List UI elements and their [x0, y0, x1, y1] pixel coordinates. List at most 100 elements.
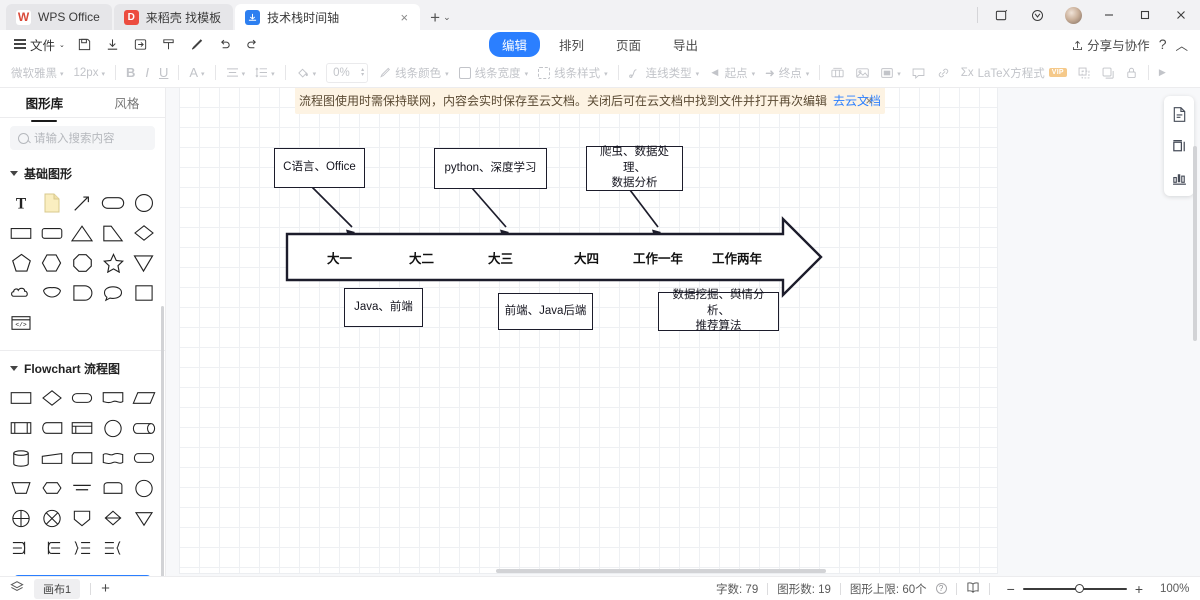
direct-data-icon[interactable] [128, 413, 159, 443]
diamond-icon[interactable] [128, 218, 159, 248]
pill-export[interactable]: 导出 [673, 38, 699, 53]
database-icon[interactable] [6, 443, 37, 473]
tab-wps-office[interactable]: W WPS Office [6, 4, 112, 30]
tab-docer[interactable]: D 来稻壳 找模板 [113, 4, 234, 30]
note-icon[interactable] [37, 188, 68, 218]
add-canvas-button[interactable]: + [101, 580, 110, 597]
connector-circle-icon[interactable] [98, 413, 129, 443]
top-box-2[interactable]: python、深度学习 [434, 148, 547, 189]
predefined-process-icon[interactable] [6, 413, 37, 443]
zoom-track[interactable] [1022, 583, 1127, 593]
brace-out-icon[interactable] [98, 533, 129, 563]
summing-junction-icon[interactable] [6, 503, 37, 533]
triangle-icon[interactable] [67, 218, 98, 248]
tab-style[interactable]: 风格 [114, 97, 140, 111]
right-triangle-icon[interactable] [98, 218, 129, 248]
file-menu-button[interactable]: 文件 ⌄ [8, 35, 71, 54]
circle-icon[interactable] [128, 188, 159, 218]
end-point-button[interactable]: ➜ 终点▾ [760, 62, 814, 84]
document-icon[interactable] [98, 383, 129, 413]
shape-panel-scrollbar[interactable] [161, 306, 164, 576]
help-icon[interactable]: ? [1158, 36, 1167, 52]
merge-icon[interactable] [67, 473, 98, 503]
toolbar-overflow-icon[interactable]: ▶ [1158, 67, 1166, 77]
card-icon[interactable] [67, 443, 98, 473]
zoom-value[interactable]: 100% [1160, 582, 1190, 595]
import-icon[interactable] [127, 32, 155, 56]
question-icon[interactable]: ? [935, 583, 947, 594]
shape-scroll-region[interactable]: 基础图形 T [0, 156, 165, 576]
font-color-button[interactable]: A▾ [184, 62, 209, 84]
canvas-page[interactable]: C语言、Office python、深度学习 爬虫、数据处理、 数据分析 大一 … [180, 88, 997, 573]
bottom-box-3[interactable]: 数据挖掘、舆情分析、 推荐算法 [658, 289, 779, 332]
avatar[interactable] [1056, 0, 1090, 30]
process-icon[interactable] [6, 383, 37, 413]
speech-bubble-icon[interactable] [98, 278, 129, 308]
comment-icon[interactable] [906, 62, 931, 84]
search-input[interactable]: 请输入搜索内容 [10, 126, 155, 150]
canvas-vertical-scrollbar[interactable] [1193, 146, 1197, 341]
new-tab-button[interactable]: + ⌄ [422, 4, 458, 30]
page-properties-icon[interactable] [1165, 101, 1193, 127]
section-header-basic-shapes[interactable]: 基础图形 [0, 156, 165, 186]
close-button[interactable] [1164, 0, 1198, 30]
shield-icon[interactable] [1020, 0, 1054, 30]
or-circle-icon[interactable] [128, 473, 159, 503]
connector-type-button[interactable]: 连线类型▾ [624, 62, 705, 84]
timeline-label-3[interactable]: 大四 [574, 251, 600, 266]
line-style-button[interactable]: 线条样式▾ [533, 62, 613, 84]
zoom-out-button[interactable]: − [1006, 580, 1015, 597]
decision-icon[interactable] [37, 383, 68, 413]
octagon-icon[interactable] [67, 248, 98, 278]
multidoc-icon[interactable] [98, 443, 129, 473]
display-icon[interactable] [128, 443, 159, 473]
group-icon[interactable] [1072, 62, 1096, 84]
opacity-field[interactable]: 0%▴▾ [321, 62, 373, 84]
undo-icon[interactable] [211, 32, 239, 56]
rounded-rect-icon[interactable] [98, 188, 129, 218]
share-button[interactable]: 分享与协作 [1071, 35, 1150, 54]
format-painter-icon[interactable] [155, 32, 183, 56]
pen-icon[interactable] [183, 32, 211, 56]
line-color-button[interactable]: 线条颜色▾ [373, 62, 454, 84]
canvas-horizontal-scrollbar[interactable] [496, 569, 826, 573]
latex-equation-button[interactable]: Σx LaTeX方程式 VIP [956, 62, 1072, 84]
brace-in-icon[interactable] [67, 533, 98, 563]
tab-shape-library[interactable]: 图形库 [22, 88, 68, 117]
pill-page[interactable]: 页面 [616, 38, 642, 53]
top-box-1[interactable]: C语言、Office [274, 148, 365, 188]
tape-icon[interactable] [98, 473, 129, 503]
hexagon-icon[interactable] [37, 248, 68, 278]
book-icon[interactable] [966, 581, 980, 597]
insert-table-icon[interactable] [825, 62, 850, 84]
insert-media-icon[interactable]: ▾ [875, 62, 906, 84]
text-T-icon[interactable]: T [6, 188, 37, 218]
bold-button[interactable]: B [121, 62, 140, 84]
link-icon[interactable] [931, 62, 956, 84]
insert-image-icon[interactable] [850, 62, 875, 84]
stepper-icon[interactable]: ▴▾ [361, 66, 365, 78]
zoom-knob[interactable] [1074, 583, 1084, 593]
collate-icon[interactable] [98, 503, 129, 533]
data-icon[interactable] [128, 383, 159, 413]
brace-left-icon[interactable] [37, 533, 68, 563]
download-icon[interactable] [99, 32, 127, 56]
terminator-icon[interactable] [67, 383, 98, 413]
timeline-label-4[interactable]: 工作一年 [633, 251, 684, 266]
inverted-triangle-icon[interactable] [128, 248, 159, 278]
preparation-icon[interactable] [37, 473, 68, 503]
align-button[interactable]: ▾ [221, 62, 251, 84]
underline-button[interactable]: U [154, 62, 173, 84]
layout-icon[interactable] [1165, 133, 1193, 159]
close-icon[interactable]: × [400, 9, 409, 25]
square-icon[interactable] [128, 278, 159, 308]
minimize-button[interactable] [1092, 0, 1126, 30]
font-family-select[interactable]: 微软雅黑▾ [6, 62, 69, 84]
bottom-box-1[interactable]: Java、前端 [344, 288, 423, 327]
maximize-button[interactable] [1128, 0, 1162, 30]
bottom-box-2[interactable]: 前端、Java后端 [498, 293, 593, 330]
redo-icon[interactable] [239, 32, 267, 56]
table-icon[interactable] [67, 413, 98, 443]
line-spacing-button[interactable]: ▾ [250, 62, 280, 84]
cloud2-icon[interactable] [37, 278, 68, 308]
